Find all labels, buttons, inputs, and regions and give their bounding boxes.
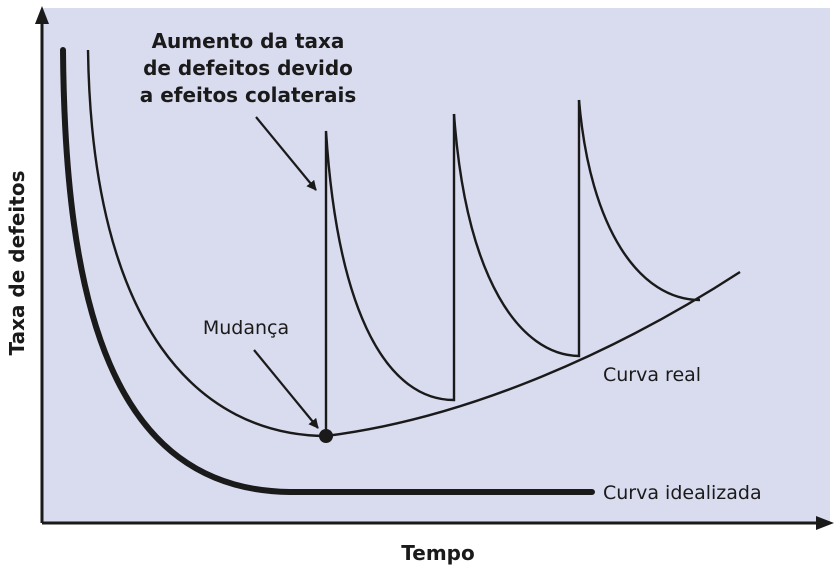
side-effects-arrow bbox=[255, 116, 317, 191]
x-axis-title: Tempo bbox=[401, 541, 474, 565]
y-axis-arrow bbox=[35, 6, 49, 24]
side-effects-label-line-3: a efeitos colaterais bbox=[140, 83, 357, 107]
spike-2 bbox=[452, 100, 581, 358]
y-axis-title: Taxa de defeitos bbox=[5, 171, 29, 356]
change-label: Mudança bbox=[203, 317, 289, 339]
side-effects-label-line-1: Aumento da taxa bbox=[152, 29, 345, 53]
plot-area bbox=[42, 8, 830, 523]
side-effects-label-line-2: de defeitos devido bbox=[143, 56, 353, 80]
spike-3 bbox=[577, 99, 701, 302]
spike-1 bbox=[324, 114, 456, 436]
idealized-curve bbox=[60, 47, 595, 495]
actual-curve-label: Curva real bbox=[603, 364, 701, 386]
change-arrow bbox=[253, 349, 319, 429]
idealized-curve-label: Curva idealizada bbox=[603, 482, 762, 504]
x-axis-arrow bbox=[816, 516, 834, 530]
change-point-marker bbox=[319, 429, 333, 443]
